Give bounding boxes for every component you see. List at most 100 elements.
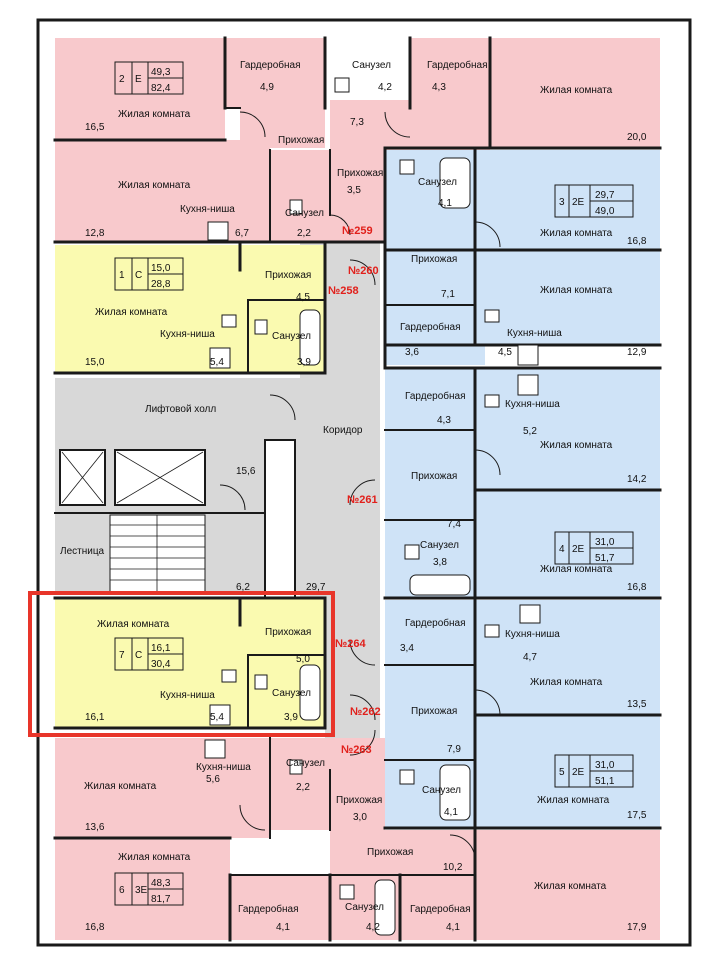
room-area: 15,6 xyxy=(236,466,256,477)
room-name: Жилая комната xyxy=(118,109,191,120)
room-area: 13,5 xyxy=(627,699,647,710)
bathtub-icon xyxy=(409,574,471,596)
apartment-1-area xyxy=(55,245,325,373)
room-area: 5,0 xyxy=(296,654,310,665)
room-name: Прихожая xyxy=(337,168,383,179)
room-name: Гардеробная xyxy=(427,59,488,71)
apartment-top-left-area xyxy=(55,140,385,242)
apartment-rooms: 3 xyxy=(559,197,565,208)
stove-icon xyxy=(517,344,539,366)
room-name: Гардеробная xyxy=(400,321,461,333)
toilet-icon xyxy=(334,77,350,93)
toilet-icon xyxy=(254,674,268,690)
room-name: Кухня-ниша xyxy=(505,399,560,410)
room-area: 2,2 xyxy=(297,228,311,239)
toilet-icon xyxy=(254,319,268,335)
apartment-total-area: 82,4 xyxy=(151,83,171,94)
room-area: 4,3 xyxy=(432,82,446,93)
sink-icon xyxy=(221,669,237,683)
stove-icon xyxy=(209,704,231,726)
room-name: Прихожая xyxy=(265,270,311,281)
room-area: 7,9 xyxy=(447,744,461,755)
apartment-rooms: 5 xyxy=(559,767,565,778)
apartment-total-area: 49,0 xyxy=(595,206,615,217)
room-area: 16,8 xyxy=(627,236,647,247)
room-area: 4,2 xyxy=(366,922,380,933)
bathtub-icon xyxy=(299,309,321,366)
room-name: Жилая комната xyxy=(84,781,157,792)
room-name: Кухня-ниша xyxy=(196,762,251,773)
apartment-total-area: 51,7 xyxy=(595,553,615,564)
room-area: 6,7 xyxy=(235,228,249,239)
room-area: 16,5 xyxy=(85,122,105,133)
room-area: 4,5 xyxy=(296,292,310,303)
room-name: Жилая комната xyxy=(540,85,613,96)
apartment-info-1: 1 С 15,0 28,8 xyxy=(114,257,184,291)
room-labels: Гардеробная 4,9 Санузел 4,2 Гардеробная … xyxy=(60,59,647,933)
apartment-3-area xyxy=(385,150,660,365)
apartment-living-area: 15,0 xyxy=(151,263,171,274)
room-name: Прихожая xyxy=(411,254,457,265)
room-name: Кухня-ниша xyxy=(505,629,560,640)
room-name: Лифтовой холл xyxy=(145,403,216,415)
room-area: 7,4 xyxy=(447,519,461,530)
room-area: 3,9 xyxy=(284,712,298,723)
room-name: Жилая комната xyxy=(118,852,191,863)
room-name: Жилая комната xyxy=(540,440,613,451)
unit-number: №260 xyxy=(348,265,379,277)
apartment-info-5: 5 2Е 31,0 51,1 xyxy=(554,754,634,788)
room-name: Санузел xyxy=(422,785,461,796)
apartment-info-4: 4 2Е 31,0 51,7 xyxy=(554,531,634,565)
apartment-total-area: 51,1 xyxy=(595,776,615,787)
room-name: Кухня-ниша xyxy=(160,329,215,340)
apartment-info-7: 7 С 16,1 30,4 xyxy=(114,637,184,671)
room-name: Гардеробная xyxy=(405,390,466,402)
apartment-rooms: 6 xyxy=(119,885,125,896)
stove-icon xyxy=(204,739,226,759)
door-swings xyxy=(219,111,501,861)
room-name: Гардеробная xyxy=(240,59,301,71)
room-area: 6,2 xyxy=(236,582,250,593)
apartment-rooms: 2 xyxy=(119,74,125,85)
selected-apartment-highlight xyxy=(28,591,335,737)
room-name: Гардеробная xyxy=(410,903,471,915)
room-name: Санузел xyxy=(345,902,384,913)
room-name: Коридор xyxy=(323,425,363,436)
room-name: Прихожая xyxy=(265,627,311,638)
room-area: 3,6 xyxy=(405,347,419,358)
apartment-total-area: 81,7 xyxy=(151,894,171,905)
stove-icon xyxy=(517,374,539,396)
apartment-total-area: 30,4 xyxy=(151,659,171,670)
apartment-type: Е xyxy=(135,74,142,85)
room-name: Прихожая xyxy=(411,471,457,482)
room-area: 4,7 xyxy=(523,652,537,663)
apartment-rooms: 4 xyxy=(559,544,565,555)
room-area: 15,0 xyxy=(85,357,105,368)
sink-icon xyxy=(484,394,500,408)
toilet-icon xyxy=(289,199,303,215)
room-area: 4,2 xyxy=(378,82,392,93)
toilet-icon xyxy=(399,159,415,175)
unit-number: №259 xyxy=(342,225,373,237)
apartment-type: С xyxy=(135,650,142,661)
sink-icon xyxy=(484,624,500,638)
room-area: 3,4 xyxy=(400,643,414,654)
room-area: 3,8 xyxy=(433,557,447,568)
apartment-type: 2Е xyxy=(572,544,585,555)
room-area: 29,7 xyxy=(306,582,326,593)
room-area: 5,6 xyxy=(206,774,220,785)
room-name: Гардеробная xyxy=(238,903,299,915)
walls xyxy=(53,36,662,942)
room-name: Прихожая xyxy=(411,706,457,717)
room-name: Кухня-ниша xyxy=(160,690,215,701)
apartment-type: С xyxy=(135,270,142,281)
unit-number: №261 xyxy=(347,494,378,506)
room-name: Жилая комната xyxy=(534,881,607,892)
stove-icon xyxy=(209,347,231,369)
room-area: 17,9 xyxy=(627,922,647,933)
apartment-info-3: 3 2Е 29,7 49,0 xyxy=(554,184,634,218)
room-name: Санузел xyxy=(418,177,457,188)
apartment-rooms: 1 xyxy=(119,270,125,281)
room-name: Жилая комната xyxy=(540,285,613,296)
room-name: Гардеробная xyxy=(405,617,466,629)
